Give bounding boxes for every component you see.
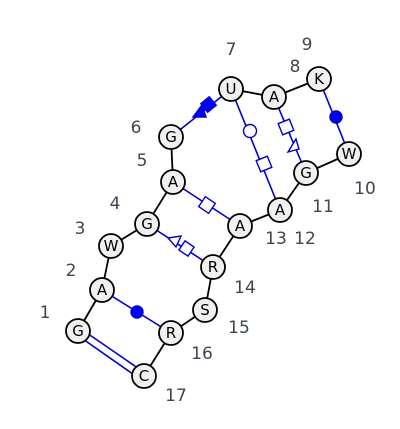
pair-7-12-open-circle — [242, 123, 258, 139]
position-label-17: 17 — [165, 386, 187, 406]
nucleotide-node — [98, 233, 124, 259]
nucleotide-letter: W — [342, 145, 357, 163]
nucleotide-letter: G — [141, 215, 153, 233]
pair-8-11-open-triangle — [286, 137, 300, 154]
nucleotide-node — [218, 76, 244, 102]
nucleotide-node — [192, 297, 218, 323]
nucleotide-letter: K — [314, 70, 325, 88]
nucleotide-4: G — [134, 211, 160, 237]
nucleotide-node — [306, 66, 332, 92]
position-label-16: 16 — [191, 344, 213, 364]
position-label-6: 6 — [131, 118, 142, 138]
nucleotide-5: A — [160, 169, 186, 195]
pair-8-11-line — [273, 96, 307, 174]
position-label-3: 3 — [75, 219, 86, 239]
nucleotide-node — [158, 320, 184, 346]
pair-4-14-open-triangle — [166, 235, 183, 249]
nucleotide-8: A — [261, 84, 287, 110]
nucleotide-letter: A — [168, 173, 179, 191]
position-label-11: 11 — [312, 197, 334, 217]
nucleotide-1: G — [65, 318, 91, 344]
nucleotide-letter: A — [269, 88, 280, 106]
pair-1-17-line-b — [83, 330, 146, 374]
nucleotides: G A W G A G U A — [65, 66, 362, 389]
nucleotide-14: R — [200, 254, 226, 280]
nucleotide-letter: A — [235, 217, 246, 235]
position-labels: 1 2 3 4 5 6 7 8 9 10 11 12 13 14 15 16 1… — [40, 35, 376, 406]
nucleotide-12: A — [267, 197, 293, 223]
nucleotide-letter: R — [166, 324, 176, 342]
nucleotide-3: W — [98, 233, 124, 259]
nucleotide-node — [131, 363, 157, 389]
pair-9-10-filled-circle — [329, 110, 343, 124]
nucleotide-node — [227, 213, 253, 239]
nucleotide-16: R — [158, 320, 184, 346]
pair-7-12-line — [230, 88, 281, 211]
position-label-7: 7 — [226, 40, 237, 60]
position-label-12: 12 — [294, 229, 316, 249]
pair-7-12-open-square — [255, 155, 273, 173]
nucleotide-17: C — [131, 363, 157, 389]
nucleotide-node — [336, 141, 362, 167]
position-label-14: 14 — [234, 278, 256, 298]
nucleotide-2: A — [89, 277, 115, 303]
nucleotide-letter: A — [275, 201, 286, 219]
pair-2-16-filled-circle — [130, 305, 144, 319]
position-label-10: 10 — [354, 179, 376, 199]
nucleotide-letter: R — [208, 258, 218, 276]
nucleotide-node — [89, 277, 115, 303]
nucleotide-letter: G — [300, 164, 312, 182]
position-label-13: 13 — [265, 229, 287, 249]
nucleotide-letter: G — [165, 128, 177, 146]
nucleotide-letter: A — [97, 281, 108, 299]
nucleotide-node — [158, 124, 184, 150]
pair-6-7-filled-triangle — [191, 103, 207, 118]
nucleotide-7: U — [218, 76, 244, 102]
position-label-1: 1 — [40, 303, 51, 323]
nucleotide-letter: C — [139, 367, 149, 385]
position-label-9: 9 — [302, 35, 313, 55]
nucleotide-node — [293, 160, 319, 186]
nucleotide-6: G — [158, 124, 184, 150]
nucleotide-9: K — [306, 66, 332, 92]
nucleotide-node — [134, 211, 160, 237]
nucleotide-11: G — [293, 160, 319, 186]
nucleotide-letter: W — [104, 237, 119, 255]
pair-5-13-open-square — [197, 195, 217, 215]
position-label-4: 4 — [110, 194, 121, 214]
nucleotide-letter: S — [200, 301, 210, 319]
pair-1-17-line-a — [79, 336, 141, 380]
position-label-8: 8 — [290, 57, 301, 77]
nucleotide-node — [267, 197, 293, 223]
nucleotide-node — [160, 169, 186, 195]
nucleotide-node — [65, 318, 91, 344]
nucleotide-letter: U — [226, 80, 237, 98]
backbone — [77, 78, 350, 377]
position-label-5: 5 — [137, 151, 148, 171]
nucleotide-10: W — [336, 141, 362, 167]
nucleotide-node — [200, 254, 226, 280]
pair-8-11-open-square — [277, 118, 295, 136]
position-label-15: 15 — [228, 318, 250, 338]
pair-6-7-filled-square — [199, 95, 218, 114]
nucleotide-letter: G — [72, 322, 84, 340]
pair-4-14-open-square — [177, 239, 196, 258]
nucleotide-15: S — [192, 297, 218, 323]
position-label-2: 2 — [66, 261, 77, 281]
nucleotide-node — [261, 84, 287, 110]
pair-4-14-line — [146, 223, 214, 268]
nucleotide-13: A — [227, 213, 253, 239]
